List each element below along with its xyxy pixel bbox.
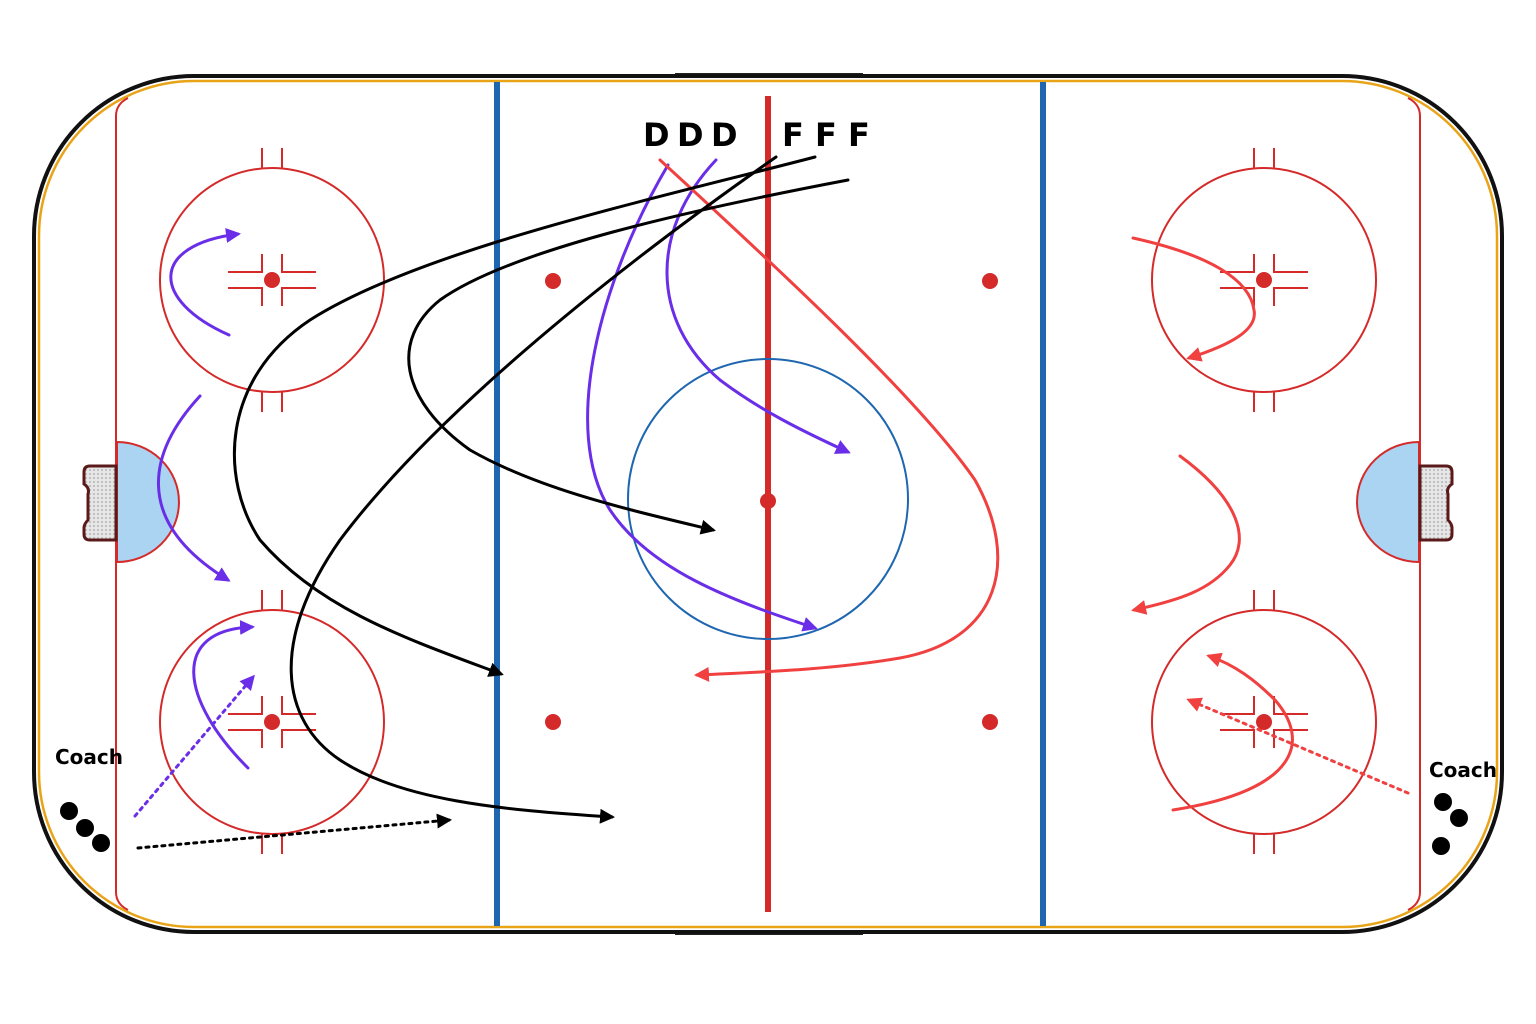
label-defense-1: D	[643, 116, 670, 154]
purple-path-d1	[586, 163, 818, 632]
puck	[76, 819, 94, 837]
neutral-dot	[982, 714, 998, 730]
label-defense-2: D	[677, 116, 704, 154]
label-coach-left: Coach	[55, 745, 123, 769]
center-faceoff-dot	[760, 493, 776, 509]
faceoff-dot	[264, 714, 280, 730]
rink-kickplate	[37, 79, 1499, 929]
faceoff-circle-top-left	[159, 148, 385, 412]
label-forward-3: F	[848, 116, 870, 154]
goal-crease-right	[1356, 440, 1420, 564]
goal-net-left	[82, 464, 118, 542]
red-path-top-right-circle	[1131, 236, 1256, 362]
black-path-f2	[232, 155, 817, 677]
puck	[1434, 793, 1452, 811]
red-pass-dotted	[1186, 697, 1410, 795]
label-defense-3: D	[711, 116, 738, 154]
purple-paths	[133, 158, 851, 818]
purple-path-d2	[665, 158, 851, 454]
purple-path-top-left-circle	[169, 228, 241, 337]
faceoff-dot	[1256, 272, 1272, 288]
red-path-bottom-right-circle	[1171, 652, 1294, 812]
goal-net-right	[1418, 464, 1454, 542]
black-path-f3	[407, 178, 850, 535]
faceoff-dot	[1256, 714, 1272, 730]
faceoff-circle-bottom-left	[159, 590, 385, 854]
puck	[1432, 837, 1450, 855]
puck	[1450, 809, 1468, 827]
purple-path-crease	[157, 394, 231, 582]
black-paths	[136, 155, 850, 850]
purple-path-bottom-left-circle	[192, 619, 255, 770]
goal-crease-left	[116, 440, 180, 564]
red-path-d3	[658, 158, 1000, 682]
red-path-right-crease	[1131, 454, 1241, 615]
red-paths	[658, 158, 1410, 812]
center-circle	[627, 358, 909, 640]
purple-pass-dotted	[133, 674, 255, 818]
puck	[60, 802, 78, 820]
neutral-dot	[545, 714, 561, 730]
label-forward-1: F	[782, 116, 804, 154]
label-forward-2: F	[815, 116, 837, 154]
puck	[92, 834, 110, 852]
faceoff-circles	[159, 148, 1377, 854]
black-path-f1	[289, 155, 778, 824]
black-pass-dotted	[136, 813, 452, 850]
neutral-dot	[545, 273, 561, 289]
faceoff-circle-bottom-right	[1151, 590, 1377, 854]
faceoff-circle-top-right	[1151, 148, 1377, 412]
pucks-left	[60, 802, 110, 852]
label-coach-right: Coach	[1429, 758, 1497, 782]
pucks-right	[1432, 793, 1468, 855]
neutral-dot	[982, 273, 998, 289]
faceoff-dot	[264, 272, 280, 288]
